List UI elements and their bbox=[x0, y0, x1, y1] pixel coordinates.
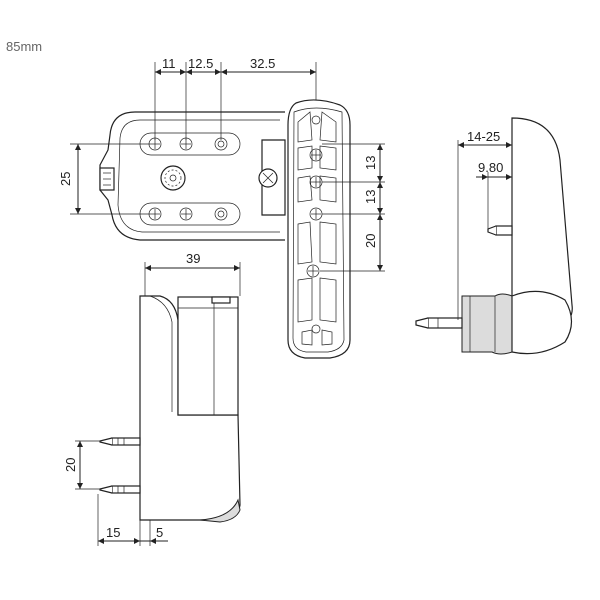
dimension-right bbox=[320, 143, 385, 272]
fixing-pin bbox=[99, 485, 141, 494]
end-view: 14-25 9.80 bbox=[415, 117, 573, 355]
sash-knuckle bbox=[461, 293, 513, 355]
dim-5: 5 bbox=[156, 525, 163, 540]
side-view: 39 20 15 5 bbox=[63, 251, 241, 546]
hinge-plate bbox=[99, 111, 285, 241]
dim-20-left: 20 bbox=[63, 458, 78, 472]
dimension-39 bbox=[144, 262, 241, 296]
hinge-barrel bbox=[511, 290, 573, 355]
dimension-14-25 bbox=[457, 140, 512, 320]
front-view: 11 12.5 32.5 25 13 13 20 bbox=[58, 56, 385, 359]
dimension-25 bbox=[70, 143, 150, 215]
dim-20-right: 20 bbox=[363, 234, 378, 248]
dim-9-80: 9.80 bbox=[478, 160, 503, 175]
hinge-plate-inner bbox=[117, 119, 280, 233]
dimension-bottom bbox=[97, 494, 168, 546]
dim-39: 39 bbox=[186, 251, 200, 266]
dim-11: 11 bbox=[162, 56, 176, 71]
screw-hole bbox=[148, 207, 162, 221]
dim-13-b: 13 bbox=[363, 190, 378, 204]
fixing-pin bbox=[99, 437, 141, 446]
dim-15: 15 bbox=[106, 525, 120, 540]
hinge-foot bbox=[199, 498, 241, 523]
dim-12-5: 12.5 bbox=[188, 56, 213, 71]
drawing-title: 85mm bbox=[6, 39, 42, 54]
dim-32-5: 32.5 bbox=[250, 56, 275, 71]
dimension-top bbox=[154, 62, 317, 140]
adjust-screw bbox=[258, 168, 278, 188]
screw-hole bbox=[214, 207, 228, 221]
dim-25: 25 bbox=[58, 172, 73, 186]
dimension-9-80 bbox=[476, 172, 512, 230]
frame-pin bbox=[487, 225, 513, 236]
dim-13-a: 13 bbox=[363, 156, 378, 170]
sash-pin bbox=[415, 317, 463, 329]
cover-strip bbox=[287, 99, 351, 359]
dimension-20-left bbox=[75, 440, 100, 490]
hinge-knuckle bbox=[177, 296, 239, 416]
dim-14-25: 14-25 bbox=[467, 129, 500, 144]
adjustment-dial bbox=[160, 165, 186, 191]
screw-hole bbox=[179, 207, 193, 221]
